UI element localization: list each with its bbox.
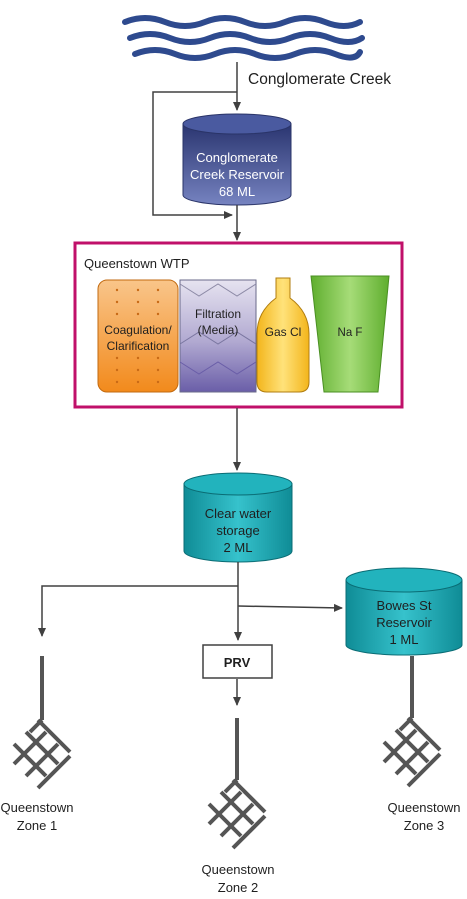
- coagulation-tank: Coagulation/ Clarification: [97, 279, 179, 393]
- naf-label: Na F: [338, 327, 363, 339]
- gas-cl-bottle: Gas Cl: [256, 277, 310, 393]
- clearwater-line2: storage: [216, 523, 259, 538]
- wtp-title: Queenstown WTP: [84, 256, 190, 271]
- creek-label: Conglomerate Creek: [248, 71, 391, 88]
- zone2-line1: Queenstown: [202, 862, 275, 877]
- zone1-line1: Queenstown: [1, 800, 74, 815]
- clearwater-line3: 2 ML: [224, 540, 253, 555]
- prv-box: [202, 644, 273, 679]
- bowes-line2: Reservoir: [376, 615, 432, 630]
- coag-line1: Coagulation/: [104, 323, 172, 337]
- coag-line2: Clarification: [107, 339, 170, 353]
- reservoir-line3: 68 ML: [219, 184, 255, 199]
- zone1-network-icon: [12, 656, 72, 790]
- creek-waves-icon: [122, 15, 365, 61]
- zone3-network-icon: [382, 656, 442, 788]
- bowes-line1: Bowes St: [377, 598, 432, 613]
- bypass-line: [152, 91, 237, 219]
- naf-container: Na F: [310, 275, 390, 393]
- conglomerate-reservoir: Conglomerate Creek Reservoir 68 ML: [182, 113, 292, 206]
- reservoir-line1: Conglomerate: [196, 150, 278, 165]
- clearwater-storage: Clear water storage 2 ML: [183, 472, 293, 563]
- prv-label: PRV: [224, 655, 251, 670]
- zone3-line1: Queenstown: [388, 800, 461, 815]
- zone1-line2: Zone 1: [17, 818, 57, 833]
- bowes-line3: 1 ML: [390, 632, 419, 647]
- zone2-line2: Zone 2: [218, 880, 258, 895]
- reservoir-line2: Creek Reservoir: [190, 167, 285, 182]
- bowes-st-reservoir: Bowes St Reservoir 1 ML: [345, 567, 463, 656]
- filt-line2: (Media): [198, 323, 239, 337]
- filt-line1: Filtration: [195, 307, 241, 321]
- zone1-feed-line: [38, 585, 238, 637]
- zone3-line2: Zone 3: [404, 818, 444, 833]
- gascl-label: Gas Cl: [265, 325, 302, 339]
- clearwater-line1: Clear water: [205, 506, 272, 521]
- zone2-network-icon: [207, 718, 267, 850]
- bowes-feed-line: [237, 603, 343, 612]
- filtration-tank: Filtration (Media): [179, 279, 257, 393]
